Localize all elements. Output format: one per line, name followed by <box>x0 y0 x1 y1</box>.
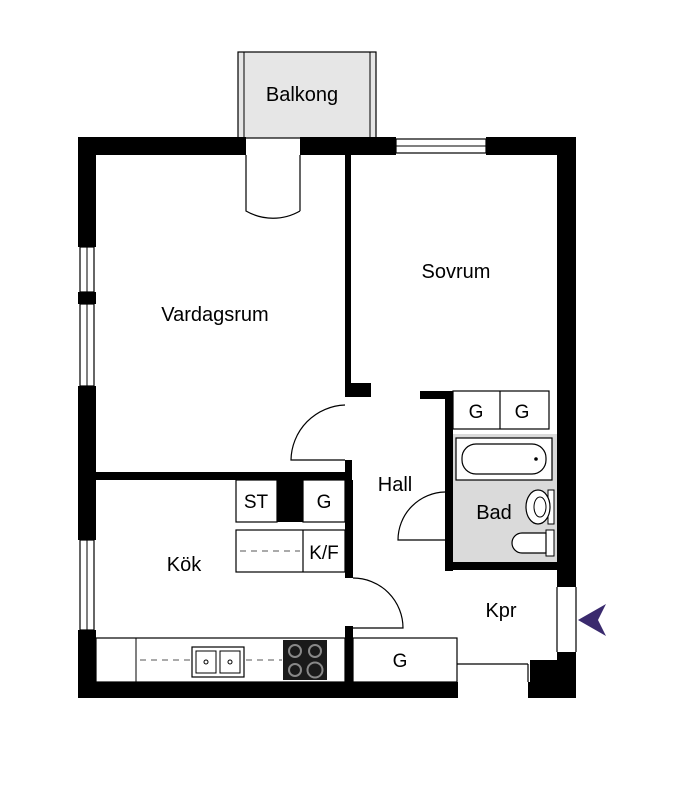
room-label-kpr: Kpr <box>485 600 516 622</box>
g-kitchen-label: G <box>317 492 332 513</box>
burner-2 <box>308 644 322 658</box>
wall-left-2 <box>78 292 96 304</box>
wall-right-upper <box>557 137 576 587</box>
interior-walls <box>96 155 557 682</box>
wall-living-kitchen <box>96 472 352 480</box>
sink-basin-1 <box>195 650 217 674</box>
wall-bedroom-hall <box>420 391 450 399</box>
balcony-area <box>237 51 377 139</box>
room-label-sovrum: Sovrum <box>422 261 491 283</box>
door-balcony <box>245 155 301 219</box>
burner-4 <box>306 661 324 679</box>
wall-kitchen-hall <box>345 480 353 578</box>
sink-bowl <box>533 496 547 518</box>
toilet <box>511 532 547 554</box>
kpr-g-label: G <box>393 651 408 672</box>
st-cabinet <box>235 479 278 523</box>
st-label: ST <box>244 492 269 513</box>
wall-left-3 <box>78 386 96 540</box>
kitchen-fixtures: ST G K/F <box>95 479 346 683</box>
sink-drain-1 <box>203 659 209 665</box>
room-label-hall: Hall <box>378 474 412 496</box>
room-label-kok: Kök <box>167 554 202 576</box>
door-bath <box>397 491 446 541</box>
wardrobe-label-2: G <box>515 402 530 423</box>
wall-left-1 <box>78 137 96 247</box>
door-living <box>290 404 346 461</box>
hall-wardrobes: G G <box>452 390 550 430</box>
room-label-balkong: Balkong <box>266 84 338 106</box>
balcony <box>237 51 377 139</box>
wall-top-left <box>78 137 246 155</box>
burner-3 <box>288 663 302 677</box>
wall-bottom-left <box>78 682 458 698</box>
wall-corner-block <box>530 660 576 698</box>
wall-living-bedroom <box>345 155 351 395</box>
burner-1 <box>288 644 302 658</box>
kf-label: K/F <box>309 543 339 564</box>
wall-top-right <box>486 137 576 155</box>
room-label-vardagsrum: Vardagsrum <box>161 304 268 326</box>
kitchen-column <box>277 480 303 522</box>
door-kitchen <box>352 577 404 629</box>
toilet-tank <box>545 529 555 557</box>
room-label-bad: Bad <box>476 502 512 524</box>
g-cabinet-kitchen <box>302 479 346 523</box>
wall-top-mid <box>300 137 396 155</box>
wardrobe-box <box>452 390 550 430</box>
doors <box>245 155 577 652</box>
wall-living-bedroom-end <box>345 383 371 397</box>
kpr-wardrobe: G <box>352 637 529 683</box>
kpr-cabinet <box>352 637 458 683</box>
wall-bath-bottom <box>445 562 557 570</box>
sink-basin-2 <box>219 650 241 674</box>
wall-left-4 <box>78 630 96 698</box>
wall-kitchen-hall-lower <box>345 626 353 682</box>
bathtub-drain <box>534 457 538 461</box>
bathroom-fixtures <box>455 437 555 557</box>
wall-living-hall-lower <box>345 460 352 482</box>
wall-hall-bath <box>445 391 453 571</box>
windows <box>79 138 487 631</box>
wardrobe-label-1: G <box>469 402 484 423</box>
arrow-left-icon <box>578 604 606 636</box>
bathtub-inner <box>461 443 547 475</box>
outer-walls <box>78 137 576 698</box>
sink-drain-2 <box>227 659 233 665</box>
